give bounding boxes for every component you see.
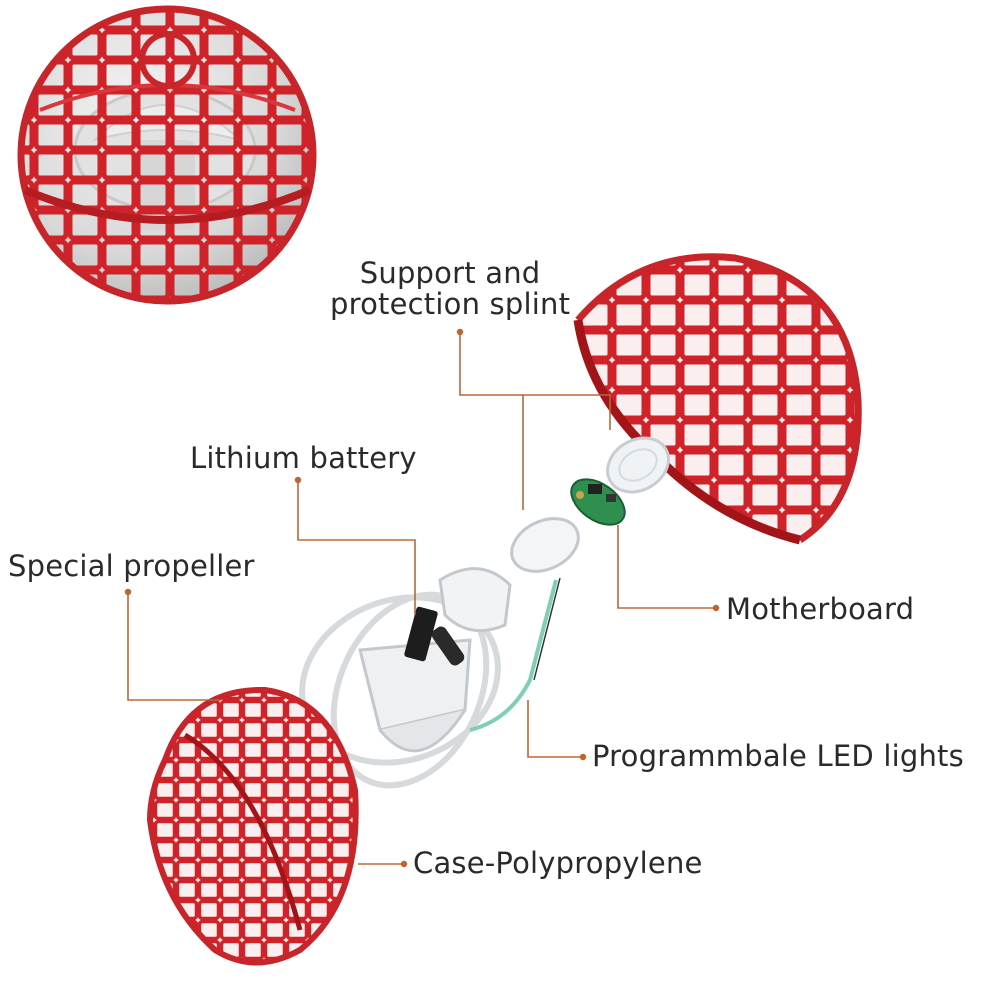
leader-dots bbox=[124, 328, 720, 868]
lower-cage-half bbox=[146, 686, 359, 966]
leader-motherboard bbox=[617, 525, 715, 609]
label-support-line-1: Support and bbox=[359, 256, 541, 290]
led-light-strip bbox=[469, 577, 561, 732]
motherboard-pcb bbox=[570, 478, 626, 526]
assembled-ball bbox=[17, 5, 317, 305]
label-support-splint: Support and protection splint bbox=[330, 258, 570, 320]
label-lithium-battery: Lithium battery bbox=[190, 441, 417, 475]
upper-cage-half bbox=[573, 253, 862, 545]
label-motherboard: Motherboard bbox=[726, 592, 915, 626]
leader-led bbox=[527, 700, 582, 758]
leader-support bbox=[459, 332, 611, 510]
support-splint-disc bbox=[606, 436, 670, 494]
leader-lines bbox=[127, 332, 715, 865]
label-special-propeller: Special propeller bbox=[8, 549, 255, 583]
leader-propeller bbox=[127, 592, 220, 701]
lithium-battery bbox=[404, 606, 465, 666]
label-support-line-2: protection splint bbox=[330, 287, 571, 321]
propeller-hub bbox=[358, 517, 580, 753]
label-case-polypropylene: Case-Polypropylene bbox=[413, 846, 703, 880]
label-led-lights: Programmbale LED lights bbox=[592, 739, 964, 773]
leader-battery bbox=[297, 480, 416, 615]
